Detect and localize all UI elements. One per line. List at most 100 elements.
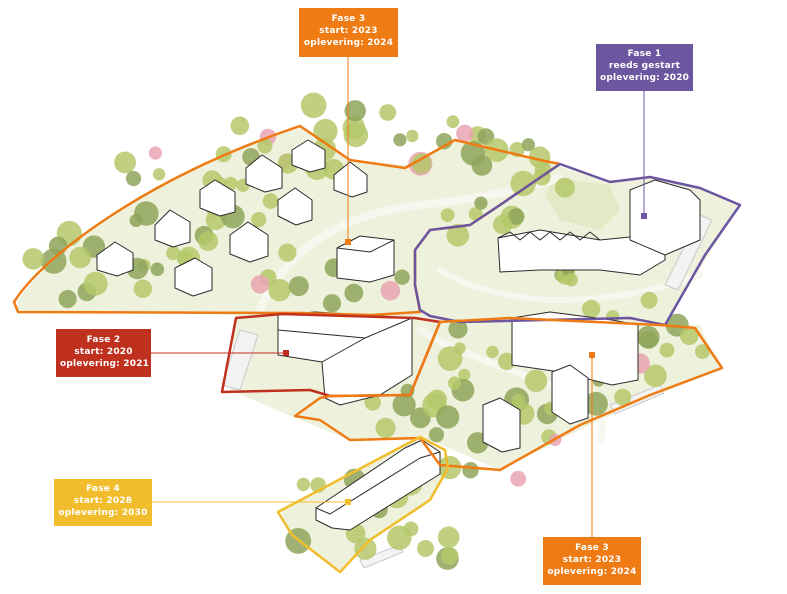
phase-start: start: 2020 — [74, 347, 133, 357]
phase-label-fase1: Fase 1 reeds gestart oplevering: 2020 — [596, 44, 693, 91]
marker-fase3-bottom — [589, 352, 595, 358]
tree — [152, 168, 166, 181]
tree — [250, 275, 270, 294]
house — [229, 221, 269, 263]
tree — [322, 294, 342, 313]
building-fase2-roof — [277, 317, 413, 363]
tree — [584, 391, 608, 416]
phase-label-fase3-bottom: Fase 3 start: 2023 oplevering: 2024 — [543, 537, 641, 585]
tree — [447, 376, 462, 390]
tree — [644, 364, 667, 388]
building-fase3-main — [511, 311, 639, 386]
tree — [437, 526, 460, 548]
tree — [133, 279, 153, 298]
tree — [521, 138, 536, 152]
phase-title: Fase 3 — [331, 14, 366, 24]
tree — [150, 262, 165, 277]
marker-fase3-top — [345, 239, 351, 245]
tree — [436, 133, 453, 150]
tree — [125, 170, 142, 187]
tree — [680, 326, 699, 346]
tree — [640, 291, 658, 309]
houses-west — [96, 139, 368, 297]
tree — [428, 427, 445, 443]
tree — [471, 155, 493, 176]
tree — [446, 115, 460, 129]
tree — [446, 224, 470, 247]
house — [245, 154, 283, 193]
tree — [582, 299, 601, 319]
tree — [278, 243, 297, 262]
marker-fase1 — [641, 213, 647, 219]
boundary-fase4 — [276, 435, 450, 574]
tree — [394, 269, 410, 285]
building-fase3-block-b — [482, 397, 521, 453]
tree — [129, 213, 143, 228]
marker-fase4 — [345, 499, 351, 505]
tree — [507, 208, 525, 225]
phase-title: Fase 4 — [86, 484, 120, 494]
tree — [198, 231, 219, 252]
tree — [354, 537, 377, 560]
tree — [380, 280, 401, 301]
house — [154, 209, 191, 248]
tree — [257, 138, 273, 154]
tree — [440, 547, 459, 565]
tree — [230, 116, 250, 136]
house — [96, 241, 134, 277]
leader-lines — [151, 57, 647, 537]
tree — [344, 100, 366, 122]
parking-south — [359, 544, 404, 569]
tree — [498, 352, 516, 371]
tree — [456, 124, 474, 143]
phase-title: Fase 2 — [86, 335, 121, 345]
tree — [262, 193, 279, 210]
phase-start: start: 2028 — [73, 496, 133, 506]
tree — [554, 177, 575, 198]
house — [291, 139, 326, 173]
tree — [387, 525, 412, 550]
tree — [313, 118, 338, 144]
buildings — [96, 139, 701, 531]
phase-delivery: oplevering: 2024 — [547, 567, 637, 577]
phase-start: reeds gestart — [608, 61, 681, 71]
tree — [440, 208, 455, 223]
phase-label-fase4: Fase 4 start: 2028 oplevering: 2030 — [54, 479, 152, 526]
building-fase1-courtyard — [497, 221, 666, 276]
tree — [436, 405, 460, 429]
tree — [48, 236, 68, 255]
boundary-fase3-bottom — [293, 316, 724, 472]
building-fase1-tower — [629, 179, 701, 256]
phase-title: Fase 1 — [627, 49, 662, 59]
phase-title: Fase 3 — [575, 543, 609, 553]
tree — [344, 283, 364, 303]
tree — [251, 212, 267, 228]
tree — [458, 368, 471, 381]
curved-path-east — [437, 267, 703, 304]
tree — [364, 394, 381, 411]
tree — [83, 271, 108, 296]
tree — [393, 133, 407, 147]
tree — [659, 342, 675, 358]
tree — [379, 104, 397, 121]
phase-label-fase3-top: Fase 3 start: 2023 oplevering: 2024 — [299, 8, 398, 57]
tree — [492, 214, 513, 235]
tree — [448, 319, 468, 339]
tree — [524, 369, 548, 392]
tree — [288, 276, 309, 297]
tree — [486, 345, 499, 359]
tree — [148, 146, 162, 160]
house — [277, 187, 313, 226]
phase-delivery: oplevering: 2020 — [600, 73, 690, 83]
tree — [296, 477, 311, 492]
building-fase1-sawtooth — [497, 231, 601, 241]
tree — [41, 248, 67, 274]
tree — [695, 344, 710, 359]
tree — [375, 417, 396, 438]
phase-start: start: 2023 — [562, 555, 622, 565]
building-fase3-top-roof — [336, 239, 395, 253]
tree — [69, 246, 91, 269]
house — [333, 161, 368, 198]
tree — [22, 248, 45, 270]
